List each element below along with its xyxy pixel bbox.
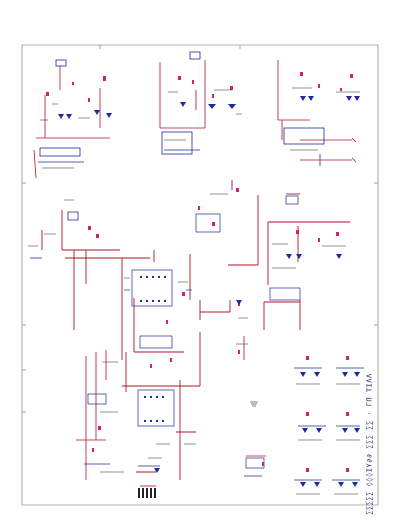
sheet-frame bbox=[21, 44, 379, 506]
block-bottom-left bbox=[76, 350, 124, 480]
central-bus-lines bbox=[121, 180, 259, 480]
diode-icon bbox=[58, 110, 112, 119]
block-bottom-right bbox=[294, 356, 364, 495]
title-block-text: ∑∑∑∑∑ ◊◊◊ΙΥ∂∂ ∑∑∑ ∑∑ · ΓΠ ΤΙΛΛ bbox=[366, 373, 374, 515]
transistor-icon bbox=[180, 102, 236, 109]
diode-icon bbox=[154, 300, 242, 473]
block-top-middle bbox=[159, 51, 242, 155]
ground-icon bbox=[250, 401, 258, 407]
central-components bbox=[124, 188, 258, 473]
connector-icon bbox=[138, 488, 156, 498]
diode-icon bbox=[286, 254, 342, 259]
block-top-right bbox=[277, 60, 360, 166]
transistor-icon bbox=[300, 372, 360, 487]
frame-ticks bbox=[22, 45, 378, 413]
block-right-middle bbox=[263, 193, 350, 330]
block-bottom-middle bbox=[138, 336, 266, 498]
diode-icon bbox=[300, 96, 360, 101]
title-block: ∑∑∑∑∑ ◊◊◊ΙΥ∂∂ ∑∑∑ ∑∑ · ΓΠ ΤΙΛΛ bbox=[362, 373, 378, 514]
block-mid-left bbox=[28, 199, 150, 330]
block-top-left bbox=[33, 59, 112, 179]
